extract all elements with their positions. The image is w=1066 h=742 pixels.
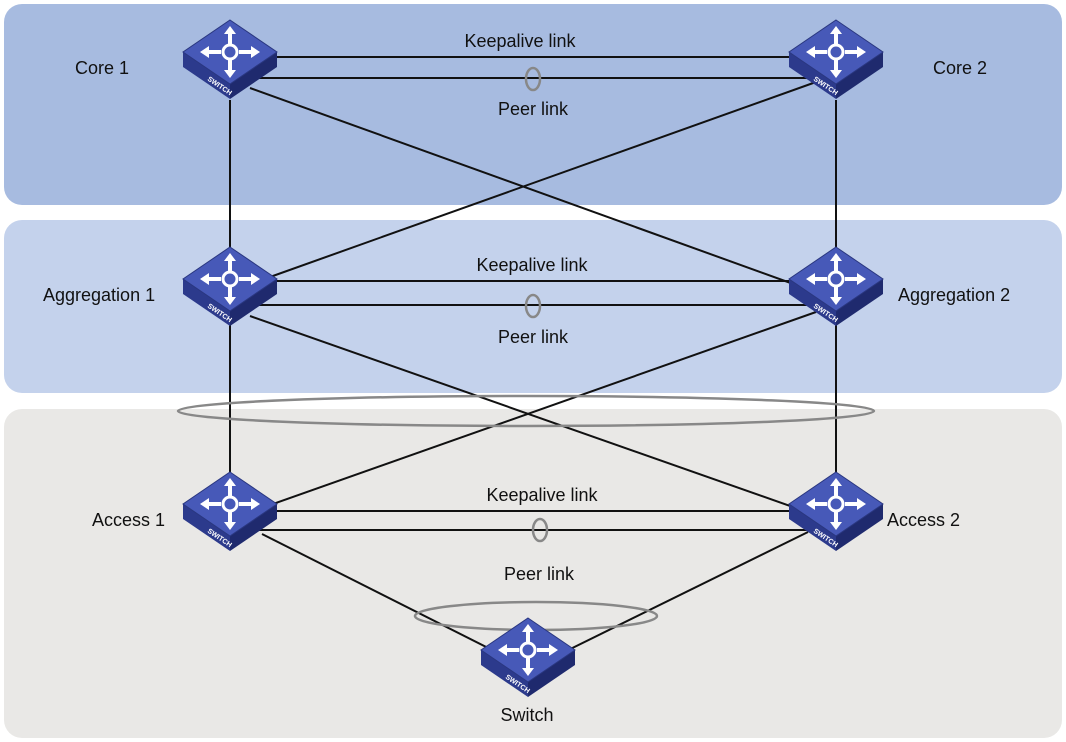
agg2-switch-icon xyxy=(787,245,885,328)
core1-agg2-uplink xyxy=(249,87,811,291)
core1-label: Core 1 xyxy=(75,58,129,78)
agg-keepalive-label: Keepalive link xyxy=(476,255,588,275)
core1-switch-icon xyxy=(181,18,279,101)
core-peer-aggregation-mark xyxy=(524,66,542,92)
core2-label: Core 2 xyxy=(933,58,987,78)
agg-peer-label: Peer link xyxy=(498,327,569,347)
acc1-switch-link xyxy=(261,533,513,661)
acc1-label: Access 1 xyxy=(92,510,165,530)
core2-agg1-uplink xyxy=(255,81,817,283)
agg-peer-aggregation-mark xyxy=(524,293,542,319)
agg2-label: Aggregation 2 xyxy=(898,285,1010,305)
agg1-label: Aggregation 1 xyxy=(43,285,155,305)
acc2-label: Access 2 xyxy=(887,510,960,530)
agg1-acc2-uplink xyxy=(249,315,811,514)
agg2-acc1-uplink xyxy=(255,311,817,511)
core-layer-band xyxy=(4,4,1062,205)
acc2-switch-icon xyxy=(787,470,885,553)
acc-keepalive-label: Keepalive link xyxy=(486,485,598,505)
acc1-switch-icon xyxy=(181,470,279,553)
acc-peer-aggregation-mark xyxy=(531,517,549,543)
core-keepalive-label: Keepalive link xyxy=(464,31,576,51)
switch-label: Switch xyxy=(500,705,553,725)
agg1-switch-icon xyxy=(181,245,279,328)
aggregation-layer-band xyxy=(4,220,1062,393)
agg-access-aggregation-ellipse xyxy=(176,394,876,428)
link-aggregation-marks xyxy=(176,66,876,632)
acc-peer-label: Peer link xyxy=(504,564,575,584)
acc2-switch-link xyxy=(547,531,809,661)
core-peer-label: Peer link xyxy=(498,99,569,119)
